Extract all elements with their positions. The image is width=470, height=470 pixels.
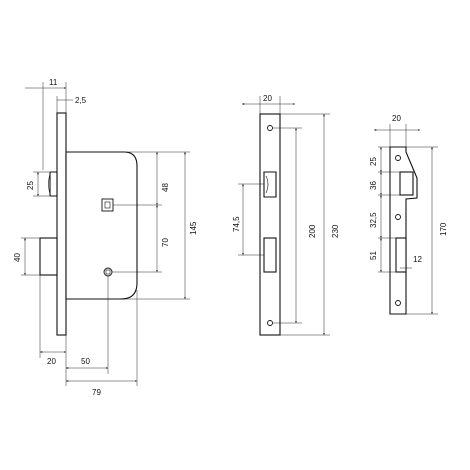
dim-forend-thickness: 11 (49, 78, 58, 87)
faceplate-screw-bottom (267, 320, 273, 326)
dim-latch-pitch: 74,5 (232, 216, 241, 232)
dim-latch-height: 25 (26, 181, 35, 190)
strike-plate-view: 20 25 36 32,5 51 12 170 (369, 114, 448, 315)
latch-bevel (48, 173, 51, 195)
dim-strike-height: 170 (439, 222, 448, 236)
latch-opening-bevel (265, 175, 269, 194)
dim-strike-latch-opening: 36 (369, 181, 378, 190)
latch-opening (263, 171, 277, 198)
dim-case-height: 145 (189, 221, 198, 235)
spindle-square (104, 201, 111, 209)
dim-case-depth: 79 (92, 388, 101, 397)
strike-screw-middle (395, 214, 401, 220)
forend-plate (56, 112, 67, 336)
keyhole (103, 267, 113, 277)
strike-screw-top (395, 155, 401, 161)
spindle-hub (101, 198, 114, 212)
dim-forend-offset: 2,5 (75, 96, 87, 105)
dim-strike-bolt-opening: 51 (369, 251, 378, 260)
strike-bolt-opening (395, 237, 407, 273)
dim-bolt-height: 40 (13, 253, 22, 262)
dim-backset: 50 (81, 357, 90, 366)
lock-case (65, 151, 138, 300)
dim-screw-pitch: 200 (308, 224, 317, 238)
strike-screw-bottom (395, 300, 401, 306)
dead-bolt (39, 237, 58, 276)
faceplate-view: 20 74,5 200 230 (232, 94, 340, 336)
strike-latch-opening (399, 171, 414, 196)
dim-strike-lip: 12 (413, 255, 422, 264)
dim-strike-width: 20 (392, 114, 401, 123)
dim-strike-top: 25 (369, 157, 378, 166)
bolt-opening (263, 237, 277, 273)
faceplate-screw-top (267, 125, 273, 131)
latch-bolt (49, 171, 58, 197)
dim-top-hub-offset: 48 (161, 183, 170, 192)
faceplate (259, 113, 281, 336)
dim-hub-to-keyhole: 70 (161, 238, 170, 247)
lock-body-view: 11 2,5 25 40 48 70 145 20 50 79 (13, 78, 198, 397)
keyhole-square (105, 269, 111, 275)
dim-strike-gap: 32,5 (369, 212, 378, 228)
dim-bolt-projection: 20 (47, 357, 56, 366)
dim-faceplate-width: 20 (263, 94, 272, 103)
dim-faceplate-height: 230 (331, 224, 340, 238)
